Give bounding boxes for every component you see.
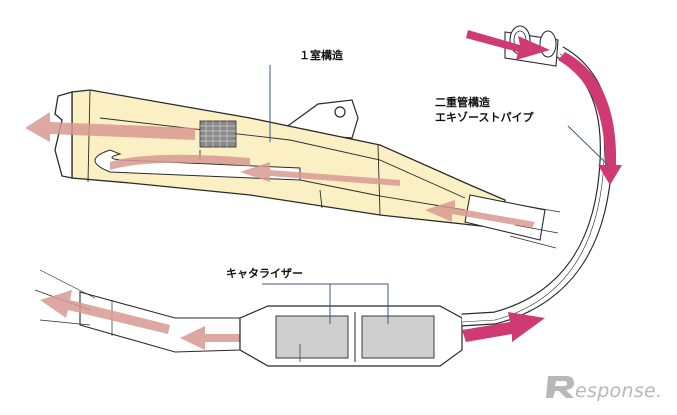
watermark-text: esponse. [575, 380, 662, 402]
catalyst-core-1 [275, 315, 349, 359]
exhaust-pipe-outer [461, 46, 613, 327]
leader-lines [262, 65, 609, 324]
exhaust-pipe [461, 25, 622, 342]
label-chamber: １室構造 [299, 48, 344, 62]
catalyzer [239, 305, 463, 367]
muffler [25, 89, 561, 249]
label-catalyzer: キャタライザー [226, 267, 303, 280]
tailpipe-body [79, 291, 241, 353]
tailpipe-flow-arrows [40, 290, 250, 350]
response-logo-r-mark [546, 376, 574, 398]
muffler-flow-arrows [25, 112, 535, 228]
tailpipe [34, 269, 250, 353]
exhaust-flow-arrows [462, 30, 622, 342]
label-dual-pipe-line1: 二重管構造 [435, 95, 491, 109]
label-dual-pipe-line2: エキゾーストパイプ [435, 110, 534, 124]
muffler-mesh [199, 120, 237, 148]
response-logo: esponse. [546, 376, 662, 402]
leader-dual-pipe [567, 125, 609, 166]
muffler-end-cap [54, 91, 73, 179]
leader-catalyzer-2 [330, 283, 389, 324]
catalyst-core-2 [361, 315, 435, 359]
